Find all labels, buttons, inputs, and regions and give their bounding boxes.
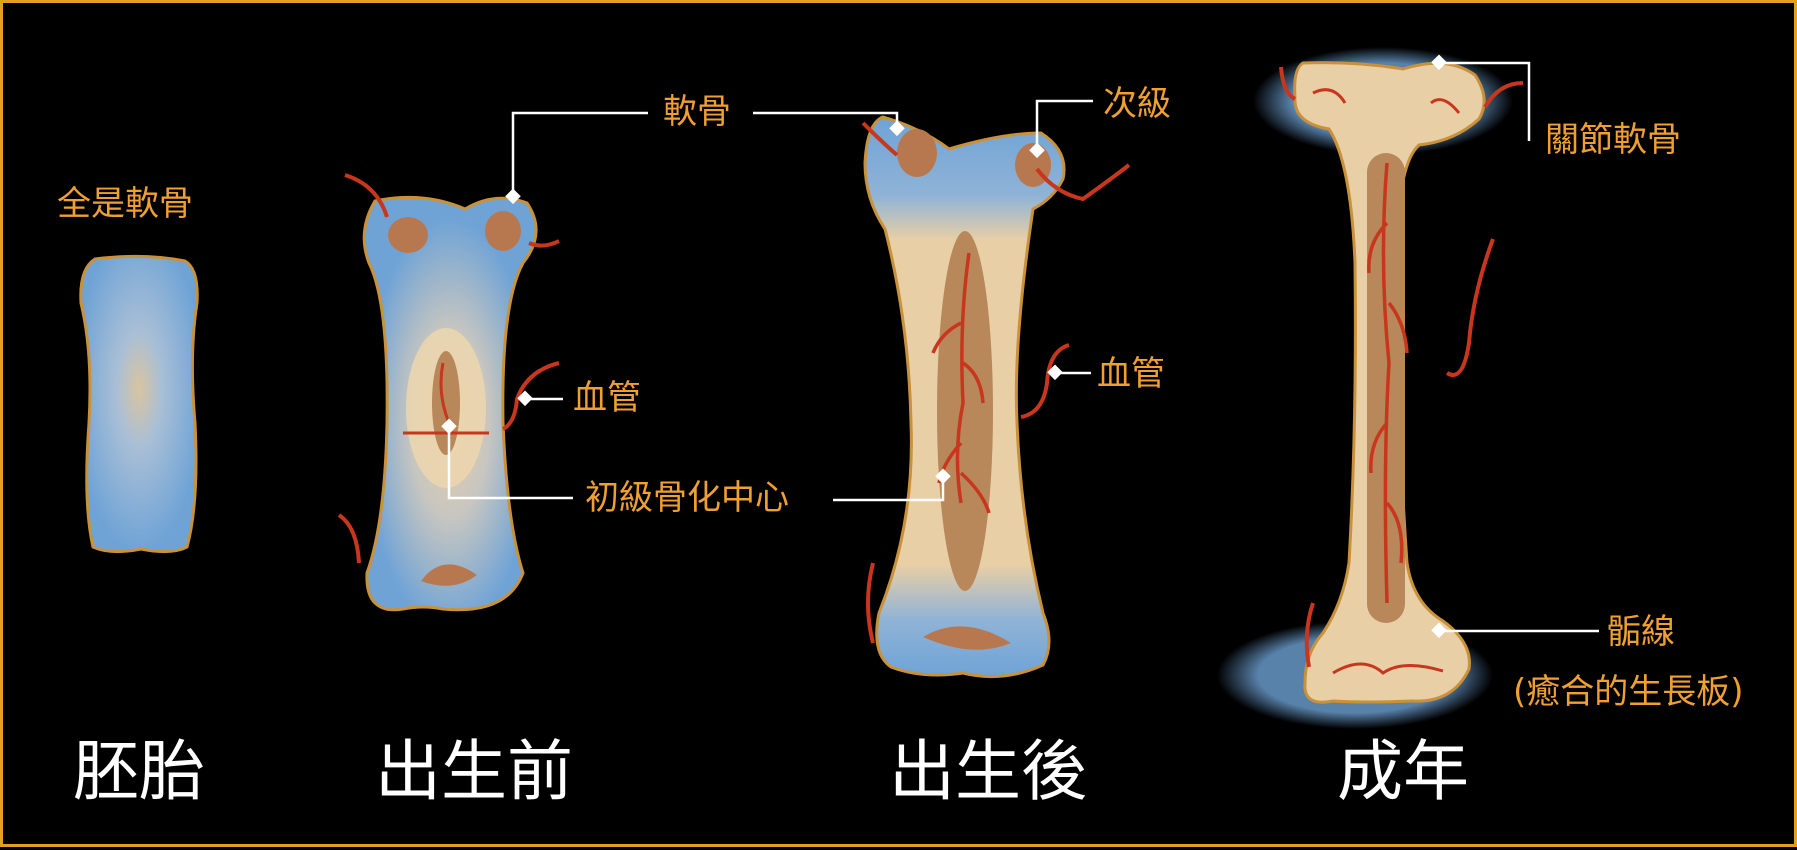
- label-secondary: 次級: [1103, 87, 1171, 121]
- adult-vessel-side: [1447, 239, 1493, 375]
- postnatal-vessel-side: [1021, 345, 1069, 417]
- stage-title-embryo: 胚胎: [73, 739, 205, 805]
- embryo-bone: [81, 256, 197, 551]
- prenatal-vessel-bottom: [339, 515, 359, 563]
- label-blood-vessel-prenatal: 血管: [573, 381, 641, 415]
- prenatal-vessel-side: [503, 363, 559, 429]
- label-cartilage: 軟骨: [663, 95, 731, 129]
- label-epiphyseal-line: 骺線: [1607, 615, 1675, 649]
- postnatal-bone: [863, 117, 1129, 677]
- label-blood-vessel-postnatal: 血管: [1097, 357, 1165, 391]
- postnatal-vessel-bottom: [868, 563, 873, 643]
- embryo-bone-shape: [81, 256, 197, 551]
- stage-title-adult: 成年: [1337, 739, 1469, 805]
- stage-title-postnatal: 出生後: [889, 739, 1087, 805]
- postnatal-secondary-left: [897, 129, 937, 177]
- primary-ossification-core: [432, 351, 460, 455]
- prenatal-epiphysis-left: [388, 217, 428, 253]
- label-healed-growth-plate: (癒合的生長板): [1513, 675, 1744, 709]
- stage-title-prenatal: 出生前: [375, 739, 573, 805]
- leader-cartilage-left: [513, 113, 648, 197]
- label-all-cartilage: 全是軟骨: [57, 187, 193, 221]
- diagram-illustration: [3, 3, 1797, 850]
- label-articular-cartilage: 關節軟骨: [1545, 123, 1681, 157]
- prenatal-epiphysis-right: [485, 211, 521, 251]
- adult-bone: [1217, 47, 1523, 729]
- label-primary-ossification-center: 初級骨化中心: [585, 481, 789, 515]
